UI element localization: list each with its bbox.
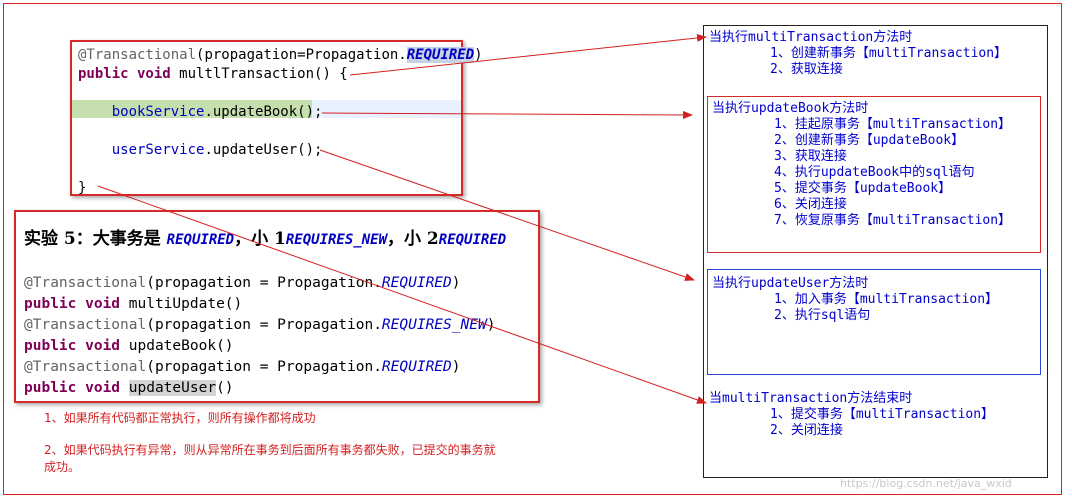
end-step-2: 2、关闭连接 [770, 423, 843, 438]
code-token: public void [24, 380, 129, 396]
code-token: @Transactional [24, 275, 147, 291]
arrow-updatebook [321, 110, 693, 119]
code-token: @Transactional [24, 359, 147, 375]
arrow-updateuser [319, 149, 695, 281]
multi-step-1: 1、创建新事务【multiTransaction】 [770, 46, 1008, 61]
title-mid-1: ，小 1 [234, 229, 286, 249]
code-token: public void [78, 66, 180, 82]
code-token: multlTransaction() { [179, 66, 348, 82]
code-token: public void [24, 296, 129, 312]
book-step-1: 1、挂起原事务【multiTransaction】 [774, 117, 1012, 132]
code-token: () [216, 380, 234, 396]
experiment-code-line-1: @Transactional(propagation = Propagation… [24, 273, 461, 293]
code-token: @Transactional [78, 47, 197, 63]
code-token: ) [474, 47, 483, 63]
book-step-4: 4、执行updateBook中的sql语句 [774, 165, 975, 180]
arrow-end [97, 185, 707, 404]
top-code-line-4: bookService.updateBook(); [78, 103, 323, 121]
experiment-panel: 实验 5：大事务是 REQUIRED，小 1REQUIRES_NEW，小 2RE… [14, 210, 540, 403]
code-token: bookService [111, 104, 205, 120]
multi-title: 当执行multiTransaction方法时 [709, 30, 913, 45]
code-token: updateUser [128, 380, 217, 396]
code-token: REQUIRES_NEW [381, 317, 487, 333]
title-prefix: 实验 5：大事务是 [24, 229, 167, 249]
experiment-code-line-3: @Transactional(propagation = Propagation… [24, 315, 495, 335]
user-title: 当执行updateUser方法时 [712, 276, 869, 291]
code-token: (propagation = Propagation. [146, 359, 382, 375]
book-step-5: 5、提交事务【updateBook】 [774, 181, 952, 196]
code-token: .updateBook(); [204, 104, 323, 120]
end-step-1: 1、提交事务【multiTransaction】 [770, 407, 995, 422]
code-token: REQUIRED [406, 47, 475, 63]
user-step-1: 1、加入事务【multiTransaction】 [774, 292, 999, 307]
book-step-3: 3、获取连接 [774, 149, 847, 164]
code-token: public void [24, 338, 129, 354]
experiment-code-line-6: public void updateUser() [24, 378, 234, 398]
title-type-1: REQUIRED [166, 232, 235, 248]
end-title: 当multiTransaction方法结束时 [709, 391, 913, 406]
explanation-panel [703, 25, 1048, 478]
book-step-2: 2、创建新事务【updateBook】 [774, 133, 965, 148]
code-token: REQUIRED [381, 275, 452, 291]
experiment-code-line-2: public void multiUpdate() [24, 294, 242, 314]
code-token: (propagation = Propagation. [146, 275, 382, 291]
code-token: updateBook() [128, 338, 234, 354]
book-title: 当执行updateBook方法时 [712, 101, 869, 116]
code-token: multiUpdate() [128, 296, 243, 312]
code-token: @Transactional [24, 317, 147, 333]
code-token: ) [451, 359, 461, 375]
book-step-7: 7、恢复原事务【multiTransaction】 [774, 213, 1012, 228]
note-1: 1、如果所有代码都正常执行，则所有操作都将成功 [44, 411, 316, 425]
updateuser-box [707, 269, 1041, 375]
code-panel-top: @Transactional(propagation=Propagation.R… [70, 40, 483, 197]
top-code-line-2: public void multlTransaction() { [78, 65, 348, 83]
note-3: 成功。 [44, 460, 81, 474]
arrow-multi [349, 33, 707, 76]
line-highlight-green [72, 100, 312, 118]
code-token: (propagation = Propagation. [146, 317, 382, 333]
top-code-line-8: } [78, 179, 86, 197]
watermark: https://blog.csdn.net/java_wxid [840, 477, 1012, 490]
code-token: (propagation=Propagation. [196, 47, 407, 63]
book-step-6: 6、关闭连接 [774, 197, 847, 212]
code-token: .updateUser(); [204, 142, 323, 158]
updatebook-box [707, 96, 1041, 253]
diagram-frame [3, 3, 1062, 495]
code-token: } [78, 180, 87, 196]
top-code-line-1: @Transactional(propagation=Propagation.R… [78, 46, 483, 64]
user-step-2: 2、执行sql语句 [774, 308, 871, 323]
multi-step-2: 2、获取连接 [770, 62, 843, 77]
code-token: REQUIRED [381, 359, 452, 375]
title-type-2: REQUIRES_NEW [285, 232, 388, 248]
code-token: ) [486, 317, 496, 333]
top-code-line-6: userService.updateUser(); [78, 141, 323, 159]
title-mid-2: ，小 2 [387, 229, 439, 249]
code-token: ) [451, 275, 461, 291]
note-2: 2、如果代码执行有异常，则从异常所在事务到后面所有事务都失败，已提交的事务就 [44, 443, 496, 457]
experiment-code-line-5: @Transactional(propagation = Propagation… [24, 357, 461, 377]
code-token: userService [111, 142, 205, 158]
experiment-code-line-4: public void updateBook() [24, 336, 234, 356]
title-type-3: REQUIRED [438, 232, 507, 248]
experiment-title: 实验 5：大事务是 REQUIRED，小 1REQUIRES_NEW，小 2RE… [24, 224, 506, 249]
